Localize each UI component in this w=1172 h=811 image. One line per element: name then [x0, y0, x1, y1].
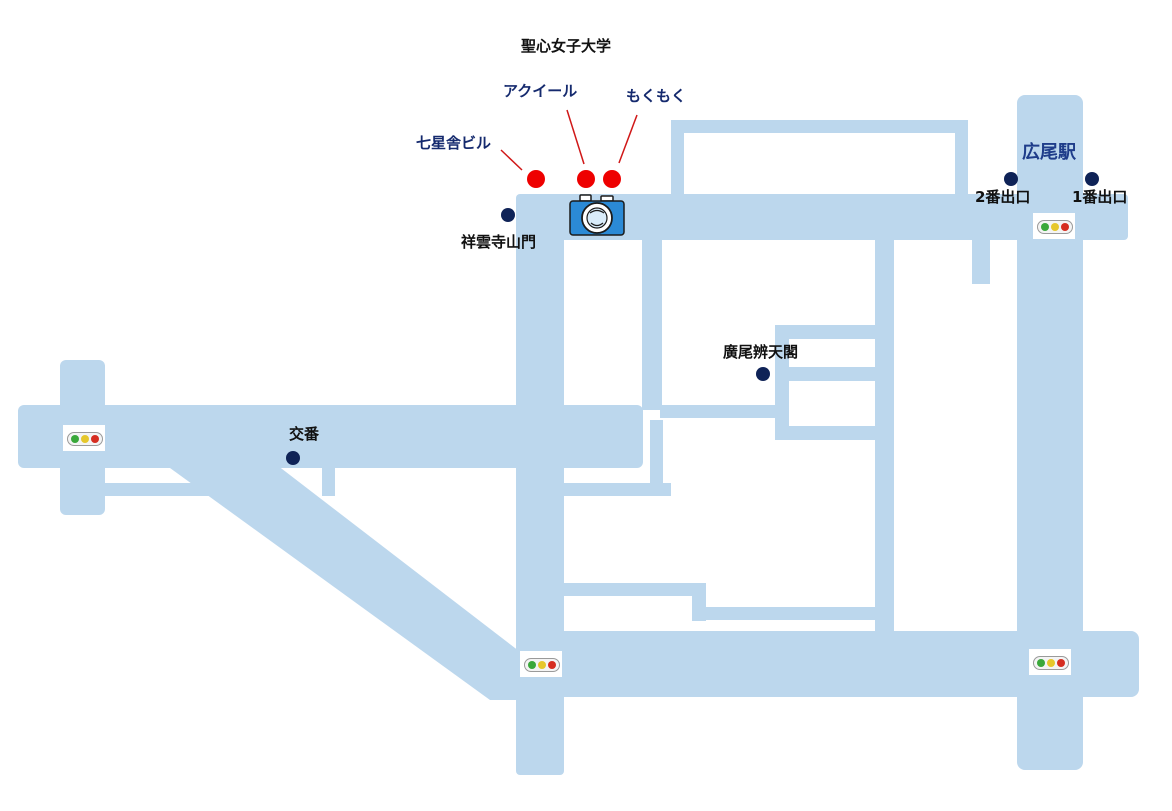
- road-benten-bottom: [775, 426, 881, 440]
- label-benten: 廣尾辨天閣: [723, 343, 799, 361]
- label-shichiseisha: 七星舎ビル: [416, 134, 492, 152]
- road-inner-vertical-2: [650, 420, 663, 492]
- road-benten-top: [775, 325, 881, 339]
- road-stub-east: [972, 235, 990, 284]
- traffic-signal-icon: [520, 651, 562, 677]
- road-lower-step-1: [564, 583, 706, 596]
- marker-akuiiru: [577, 170, 595, 188]
- label-exit2: 2番出口: [975, 188, 1031, 206]
- road-diagonal: [170, 452, 528, 700]
- road-inner-vertical-1: [642, 235, 662, 410]
- traffic-signal-icon: [1029, 649, 1071, 675]
- label-university: 聖心女子大学: [521, 37, 612, 55]
- label-temple-gate: 祥雲寺山門: [461, 233, 537, 251]
- traffic-signal-icon: [1033, 213, 1075, 239]
- marker-benten: [756, 367, 770, 381]
- label-station: 広尾駅: [1022, 142, 1076, 163]
- road-top-loop-left: [671, 120, 684, 200]
- road-left-lower: [105, 483, 215, 496]
- road-east-vertical: [1017, 95, 1083, 770]
- camera-icon: [568, 193, 626, 241]
- road-benten-mid: [775, 367, 881, 381]
- marker-koban: [286, 451, 300, 465]
- road-bottom-horizontal: [516, 631, 1139, 697]
- marker-mokumoku: [603, 170, 621, 188]
- marker-temple-gate: [501, 208, 515, 222]
- road-top-loop-right: [955, 120, 968, 200]
- road-inner-horizontal-1: [564, 483, 671, 496]
- marker-exit1: [1085, 172, 1099, 186]
- label-exit1: 1番出口: [1072, 188, 1128, 206]
- traffic-signal-icon: [63, 425, 105, 451]
- road-top-loop-top: [671, 120, 968, 133]
- road-lower-step-3: [692, 607, 882, 620]
- road-benten-link: [660, 405, 780, 418]
- road-top-horizontal: [516, 194, 1128, 240]
- marker-shichiseisha: [527, 170, 545, 188]
- label-mokumoku: もくもく: [626, 87, 687, 105]
- road-koban-spur: [322, 452, 335, 496]
- marker-exit2: [1004, 172, 1018, 186]
- road-main-west: [18, 405, 643, 468]
- label-akuiiru: アクイール: [503, 82, 578, 100]
- label-koban: 交番: [289, 425, 320, 443]
